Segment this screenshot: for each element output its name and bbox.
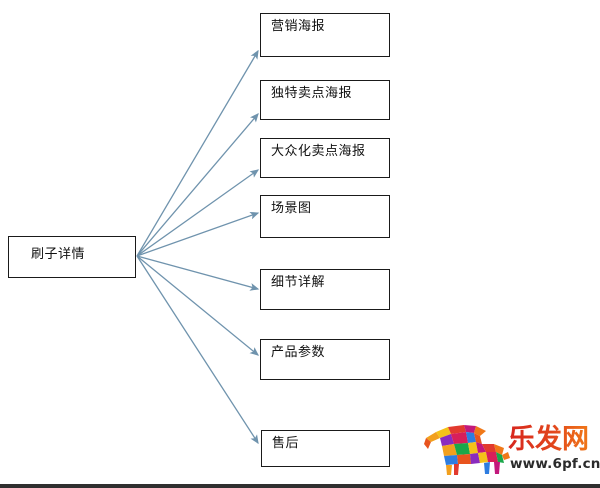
leaf-node[interactable]: 大众化卖点海报 [260,138,390,178]
watermark-logo: 乐发网 www.6pf.cn [424,420,600,480]
connector-arrow [136,169,260,257]
logo-url-text: www.6pf.cn [510,456,600,472]
brand-text: 乐发网 [508,423,589,455]
bull-icon [424,425,510,475]
connector-arrow [136,113,259,257]
root-node-label: 刷子详情 [31,247,86,262]
leaf-node-label: 细节详解 [271,275,326,290]
leaf-node[interactable]: 产品参数 [260,339,390,380]
brand-text-icon: 乐发网 [508,423,589,455]
leaf-node[interactable]: 营销海报 [260,13,390,57]
leaf-node-label: 售后 [272,436,300,451]
leaf-node[interactable]: 售后 [261,430,390,467]
connector-arrow [136,255,260,291]
connector-arrow [136,255,259,445]
bottom-bar [0,484,600,488]
leaf-node-label: 场景图 [271,201,312,216]
connector-arrow [136,255,260,356]
leaf-node-label: 大众化卖点海报 [271,144,366,159]
leaf-node[interactable]: 独特卖点海报 [260,80,390,120]
leaf-node-label: 营销海报 [271,19,326,34]
leaf-node-label: 独特卖点海报 [271,86,353,101]
leaf-node[interactable]: 场景图 [260,195,390,238]
leaf-node[interactable]: 细节详解 [260,269,390,310]
root-node-brush-details[interactable]: 刷子详情 [8,236,136,278]
leaf-node-label: 产品参数 [271,345,326,360]
connector-arrow [136,49,259,257]
connector-arrow [136,211,260,257]
